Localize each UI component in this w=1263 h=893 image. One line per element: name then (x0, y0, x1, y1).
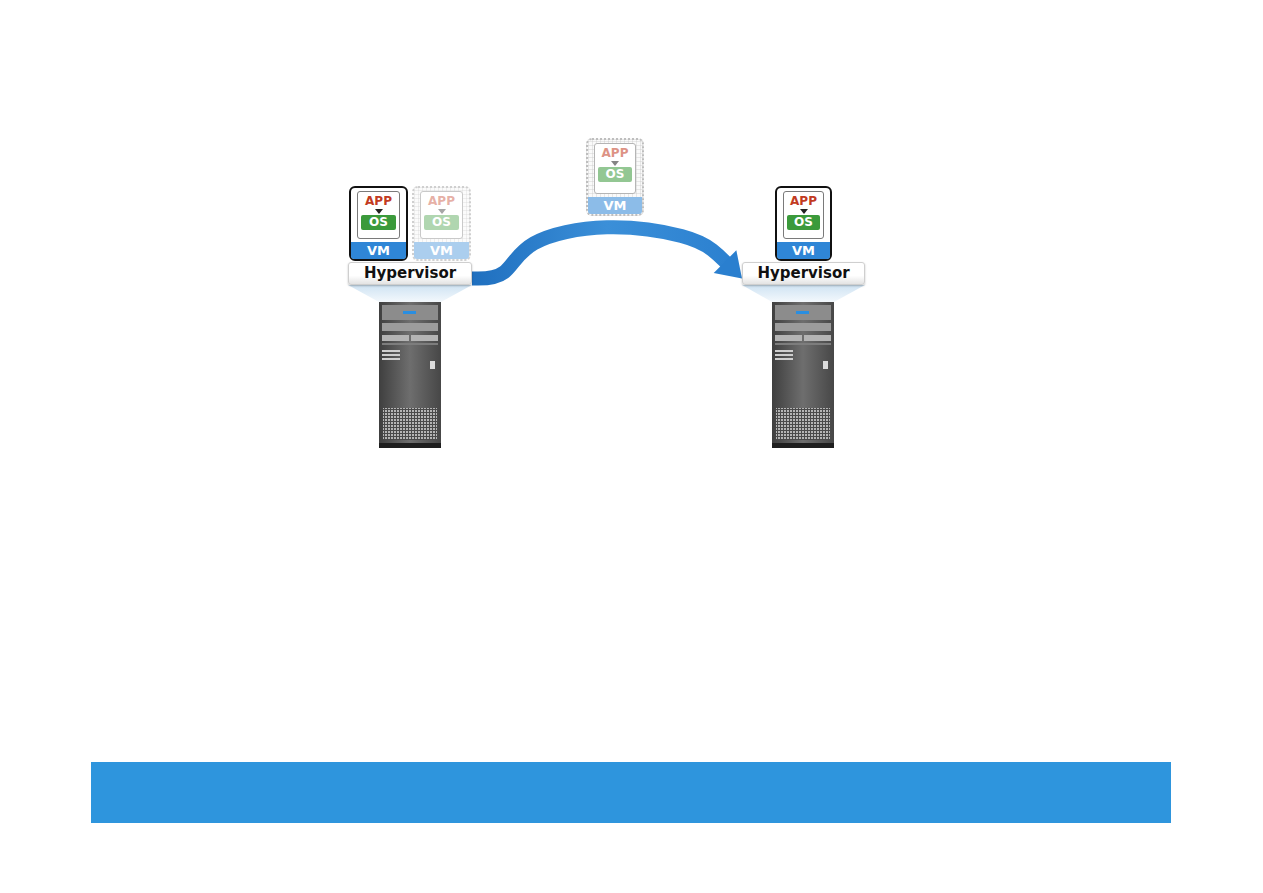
vm-icon: APP OS VM (775, 186, 832, 261)
hypervisor-glow (742, 285, 865, 302)
vm-frame: APP OS (357, 191, 400, 239)
stack-arrow (800, 209, 808, 214)
app-label: APP (365, 194, 392, 208)
os-label: OS (787, 215, 820, 230)
arrow-head (714, 250, 742, 278)
vm-icon: APP OS VM (349, 186, 408, 261)
vm-label: VM (588, 197, 642, 214)
stack-arrow (375, 209, 383, 214)
ghost-vm-icon: APP OS VM (586, 138, 644, 216)
app-label: APP (602, 146, 629, 160)
hypervisor-label: Hypervisor (757, 264, 849, 283)
app-label: APP (428, 194, 455, 208)
vm-frame: APP OS (783, 191, 824, 239)
hypervisor-glow (348, 285, 472, 302)
migration-arrow (472, 227, 742, 278)
os-label: OS (424, 215, 459, 230)
hypervisor-band: Hypervisor (348, 262, 472, 285)
os-label: OS (361, 215, 396, 230)
stack-arrow (611, 161, 619, 166)
hypervisor-label: Hypervisor (364, 264, 456, 283)
ghost-vm-icon: APP OS VM (412, 186, 471, 261)
vm-frame: APP OS (420, 191, 463, 239)
stack-arrow (438, 209, 446, 214)
vm-label: VM (777, 242, 830, 259)
vm-label: VM (414, 242, 469, 259)
server-tower (379, 302, 441, 448)
vm-label: VM (351, 242, 406, 259)
os-label: OS (598, 167, 632, 182)
app-label: APP (790, 194, 817, 208)
footer-band (91, 762, 1171, 823)
arrow-shaft (472, 227, 726, 278)
hypervisor-band: Hypervisor (742, 262, 865, 285)
server-tower (772, 302, 834, 448)
vm-frame: APP OS (594, 143, 636, 194)
